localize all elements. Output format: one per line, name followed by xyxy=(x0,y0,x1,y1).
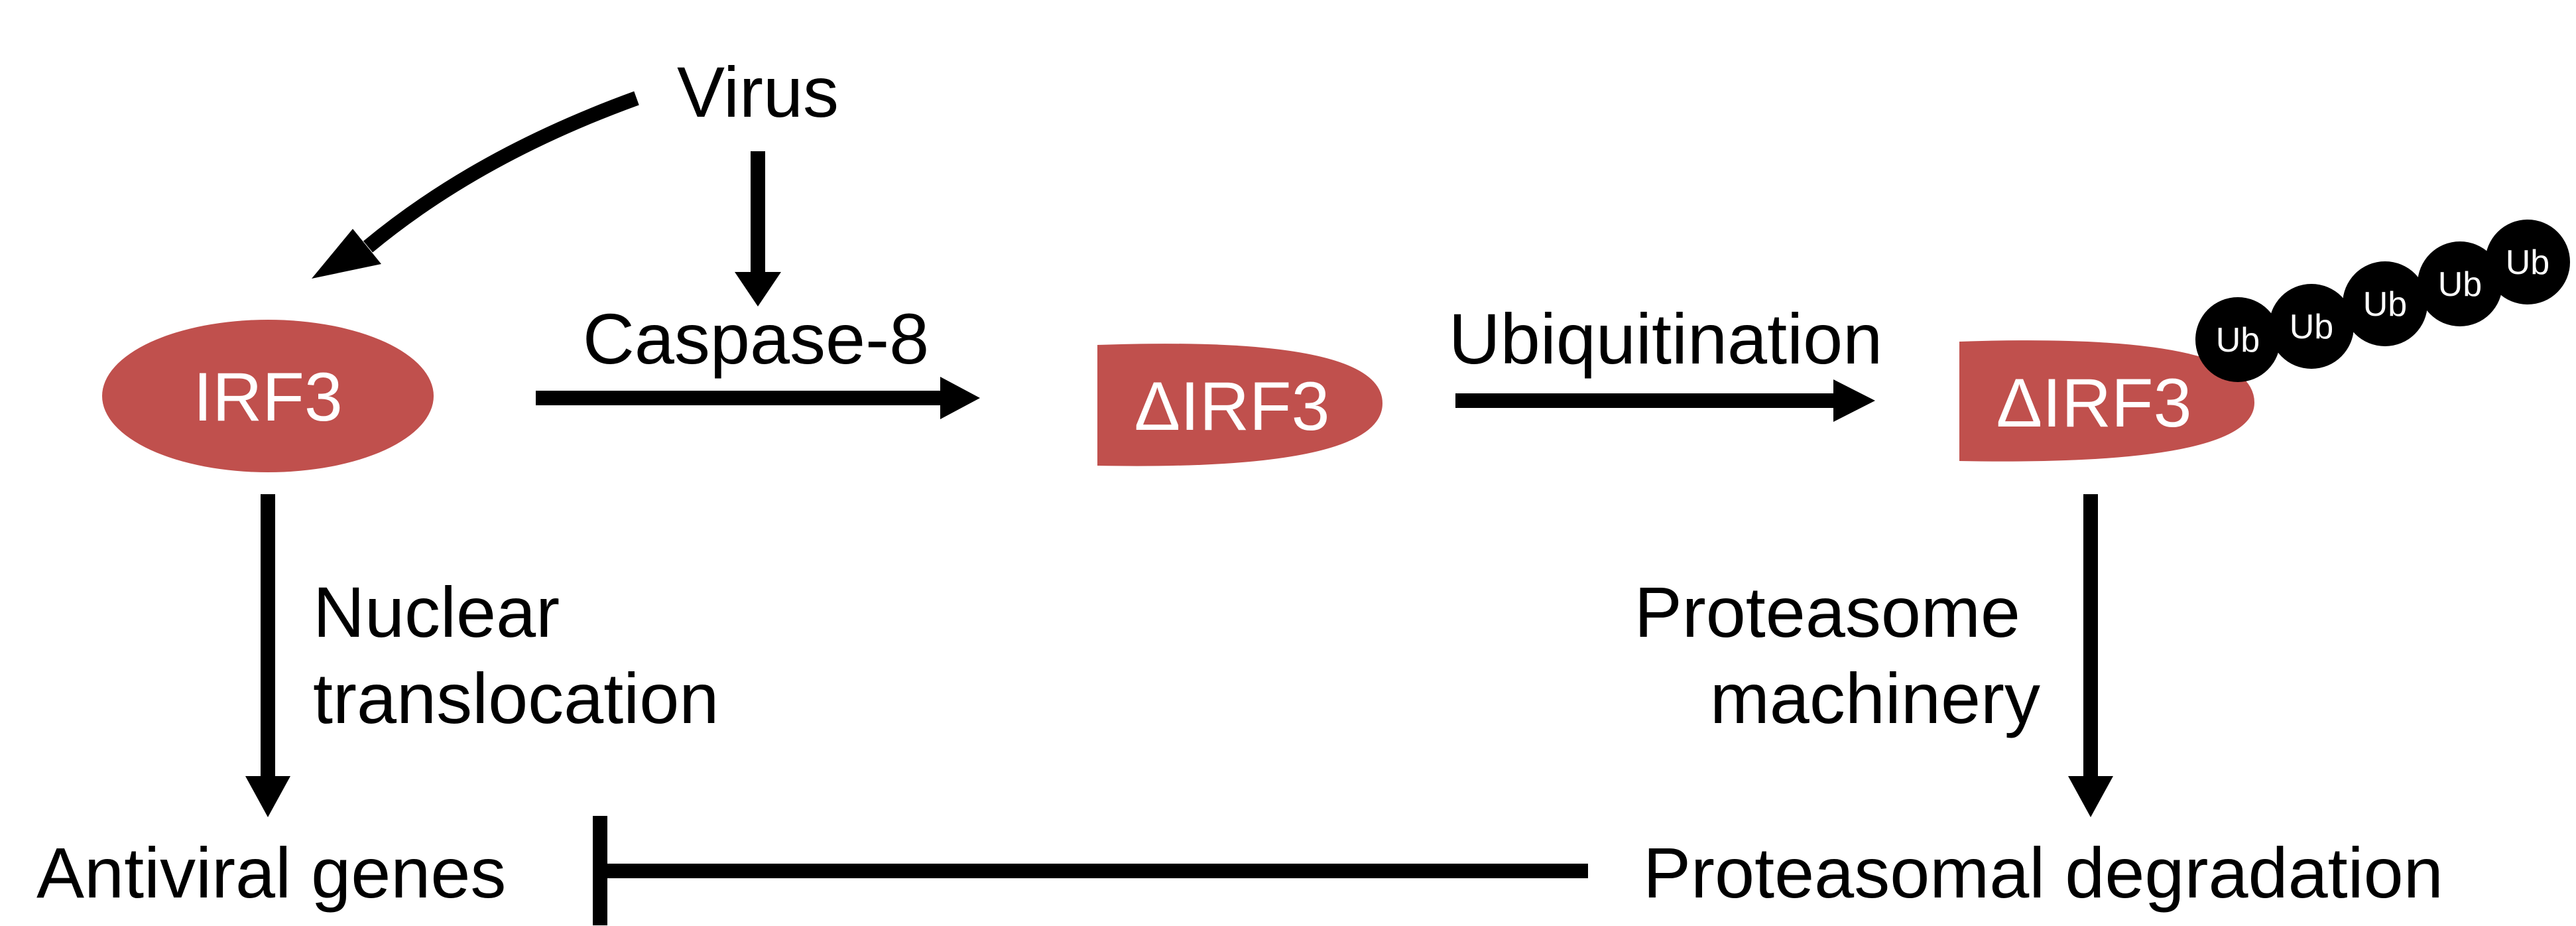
ubiquitin-1: Ub xyxy=(2195,297,2280,382)
antiviral-genes-label: Antiviral genes xyxy=(36,832,506,913)
ubiquitin-3-label: Ub xyxy=(2363,285,2407,324)
dirf3-cleaved-label: ΔIRF3 xyxy=(1135,368,1330,445)
ubiquitin-3: Ub xyxy=(2343,261,2427,346)
dirf3-cleaved-node: ΔIRF3 xyxy=(1097,344,1382,466)
dirf3-cleaved-shape xyxy=(1097,344,1382,466)
ubiquitin-4: Ub xyxy=(2418,241,2502,326)
nuclear-translocation-label: Nuclear translocation xyxy=(313,572,719,738)
proteasome-label-line-1: Proteasome xyxy=(1634,572,2020,652)
proteasomal-degradation-label: Proteasomal degradation xyxy=(1643,832,2443,913)
ubiquitin-5-label: Ub xyxy=(2506,243,2549,282)
proteasome-machinery-label: Proteasome machinery xyxy=(1634,572,2040,738)
ubiquitin-5: Ub xyxy=(2485,220,2570,304)
irf3-node: IRF3 xyxy=(102,320,434,472)
nuclear-label-line-1: Nuclear xyxy=(313,572,560,652)
ubiquitin-chain: Ub Ub Ub Ub Ub xyxy=(2195,220,2570,382)
ubiquitin-1-label: Ub xyxy=(2216,321,2260,360)
nuclear-label-line-2: translocation xyxy=(313,658,719,738)
ubiquitination-arrow xyxy=(1455,379,1875,422)
inhibition-line xyxy=(593,816,1588,925)
dirf3-ub-label: ΔIRF3 xyxy=(1996,365,2192,442)
ubiquitination-label: Ubiquitination xyxy=(1449,298,1882,379)
dirf3-ub-node: ΔIRF3 xyxy=(1959,340,2254,462)
proteasome-machinery-arrow xyxy=(2068,494,2113,817)
ubiquitin-2-label: Ub xyxy=(2290,308,2333,346)
proteasome-label-line-2: machinery xyxy=(1710,658,2040,738)
virus-to-irf3-arrow xyxy=(312,91,639,279)
irf3-shape xyxy=(102,320,434,472)
ubiquitin-4-label: Ub xyxy=(2438,265,2482,304)
virus-to-caspase-arrow xyxy=(735,151,781,306)
dirf3-ub-shape xyxy=(1959,340,2254,462)
caspase-8-label: Caspase-8 xyxy=(583,298,929,379)
virus-label: Virus xyxy=(677,52,839,132)
irf3-label: IRF3 xyxy=(193,359,342,436)
ubiquitin-2: Ub xyxy=(2269,284,2354,369)
caspase-arrow xyxy=(536,377,980,419)
nuclear-translocation-arrow xyxy=(245,494,290,817)
